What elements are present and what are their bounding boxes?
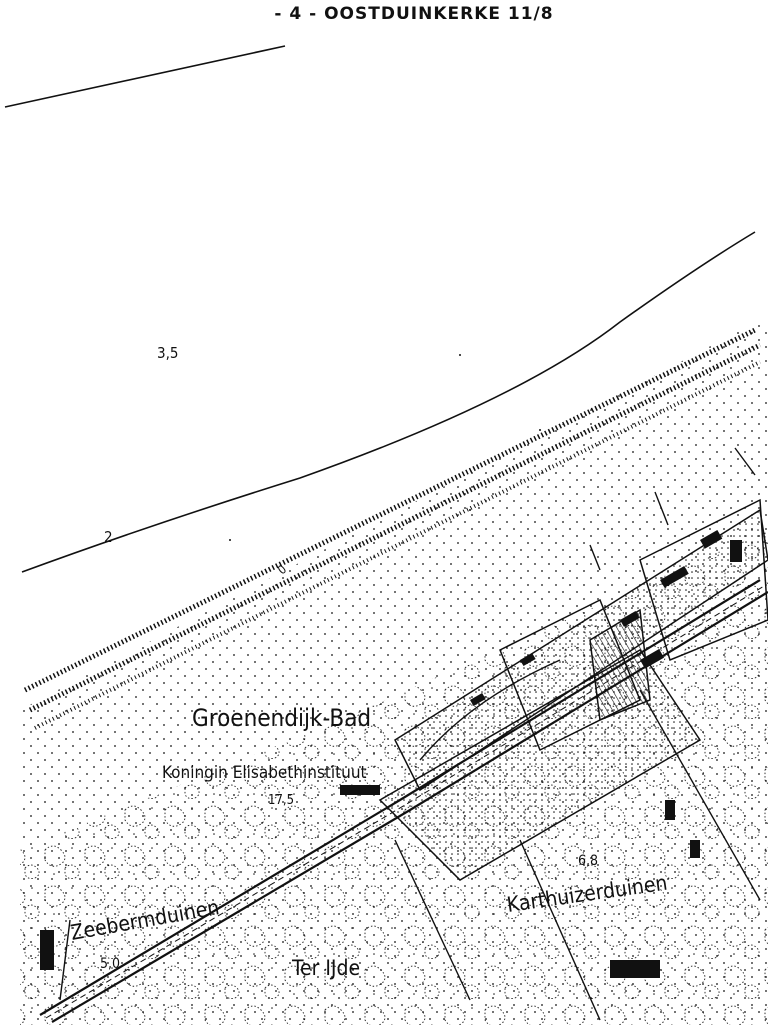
institute-label: Koningin Elisabethinstituut <box>162 763 367 783</box>
depth-contour-upper <box>4 45 286 108</box>
page-title: - 4 - OOSTDUINKERKE 11/8 <box>274 4 554 24</box>
groynes <box>589 447 756 571</box>
elevation-label-east: 6,8 <box>578 853 598 869</box>
secondary-roads <box>59 659 761 1021</box>
town-label: Groenendijk-Bad <box>192 704 371 732</box>
depth-label-contour-2: 2 <box>104 528 113 546</box>
depth-contour-2 <box>21 231 756 573</box>
building-blocks <box>40 530 742 978</box>
elevation-label-institute: 17,5 <box>268 793 294 808</box>
locality-label: Ter IJde <box>291 956 360 980</box>
main-road <box>39 579 768 1023</box>
scrub-scatter <box>229 354 541 541</box>
waterline-hatch-band <box>23 327 762 730</box>
depth-label-sea: 3,5 <box>157 344 178 362</box>
elevation-label-west: 5,0 <box>100 956 120 972</box>
